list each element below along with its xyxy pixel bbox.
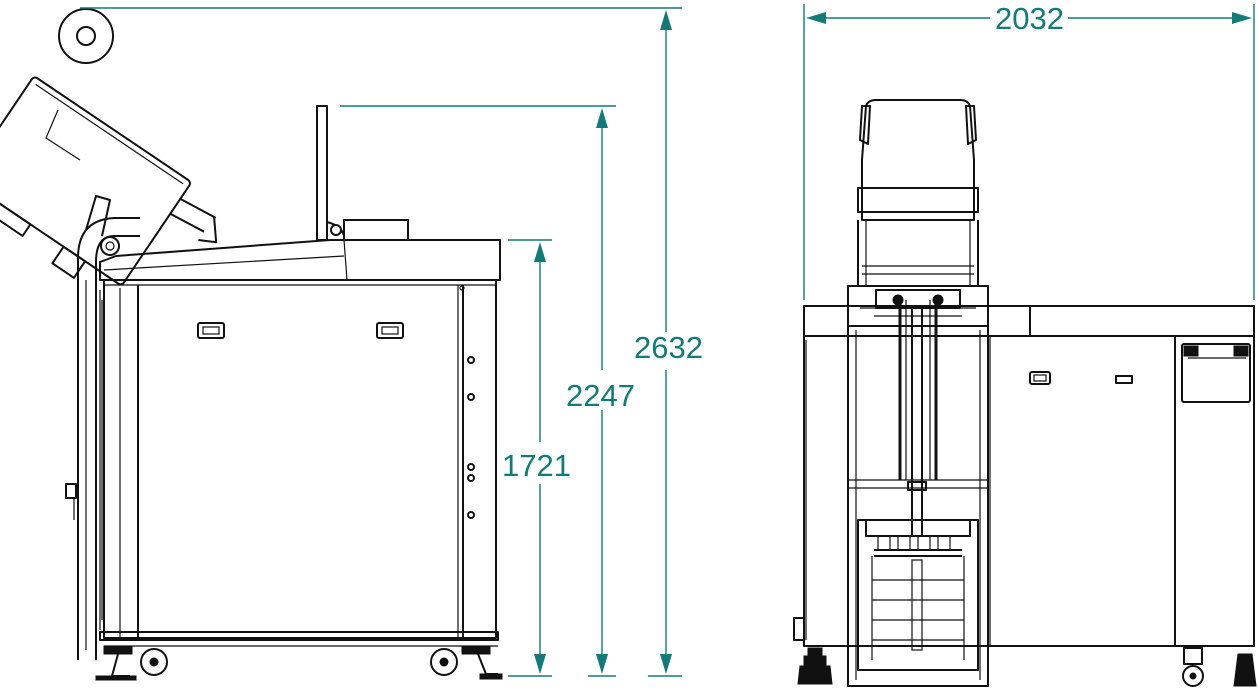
- dimension-label-2632: 2632: [634, 330, 703, 365]
- front-foot-left: [807, 647, 823, 657]
- dimension-2632: 2632: [80, 7, 703, 677]
- side-view: [0, 8, 503, 681]
- front-bin-raised: [861, 99, 975, 221]
- side-vertical-panel: [316, 105, 328, 241]
- side-castor-rear: [430, 645, 503, 680]
- dimension-1721: 1721: [502, 239, 571, 677]
- front-latch: [1115, 375, 1133, 384]
- front-lift-frame: [847, 285, 989, 687]
- dimension-2247: 2247: [340, 105, 635, 677]
- front-foot-right: [1233, 653, 1257, 687]
- front-control-panel: [1181, 343, 1251, 403]
- dimension-2032: 2032: [803, 1, 1255, 300]
- side-handle-right: [376, 322, 404, 339]
- dimension-label-2247: 2247: [566, 378, 635, 413]
- side-cabinet: [103, 279, 497, 639]
- dimension-label-2032: 2032: [995, 1, 1064, 36]
- front-view: [793, 99, 1257, 687]
- side-bin-wheel: [58, 8, 114, 64]
- dimension-label-1721: 1721: [502, 448, 571, 483]
- side-lift-column: [77, 217, 140, 660]
- side-handle-left: [197, 322, 225, 339]
- front-handle: [1029, 371, 1051, 385]
- side-tipping-bin: [0, 76, 218, 286]
- front-castor: [1182, 647, 1204, 687]
- side-worktop: [99, 239, 501, 281]
- side-castor-front: [95, 645, 168, 681]
